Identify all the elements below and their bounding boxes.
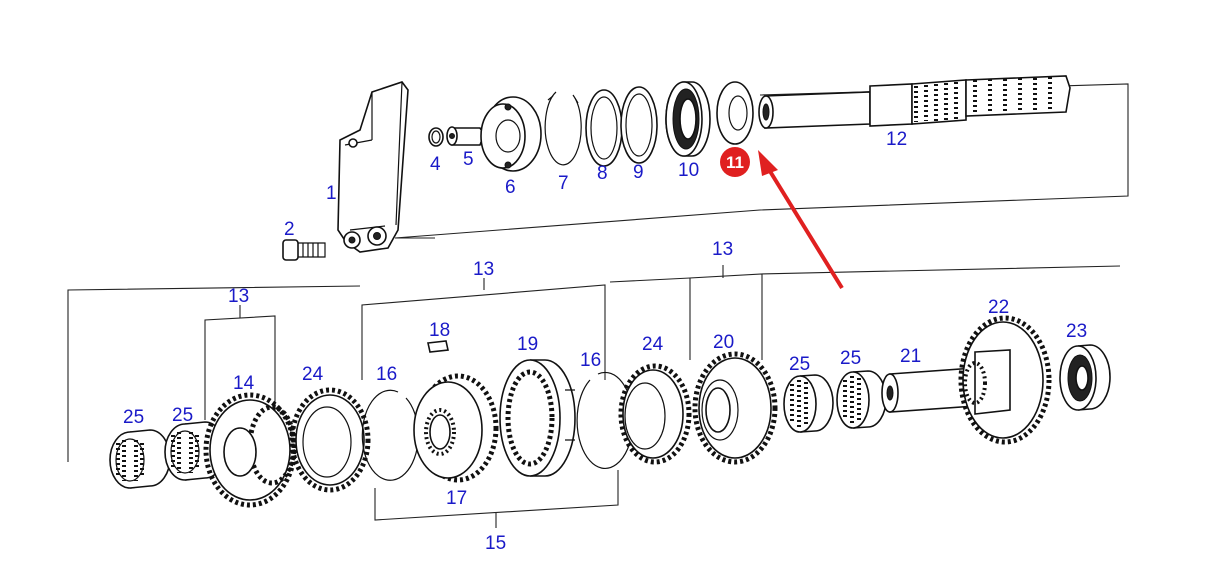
part-25-needle-bearing-c bbox=[783, 374, 834, 433]
part-9-shim bbox=[620, 86, 658, 164]
label-24-left: 24 bbox=[302, 364, 324, 385]
part-5-pin bbox=[446, 126, 485, 146]
part-8-shim bbox=[585, 89, 623, 167]
part-19-sleeve bbox=[499, 359, 576, 477]
part-17-hub bbox=[413, 373, 499, 483]
part-14-gear bbox=[203, 392, 297, 508]
label-13-center: 13 bbox=[473, 259, 494, 280]
upper-assembly bbox=[282, 75, 1129, 261]
label-16-right: 16 bbox=[580, 350, 601, 371]
label-10: 10 bbox=[678, 160, 699, 181]
part-22-cluster-gear bbox=[958, 315, 1052, 445]
part-16-circlip-a bbox=[361, 389, 419, 481]
label-13-left: 13 bbox=[228, 286, 249, 307]
part-25-needle-bearing-d bbox=[836, 370, 887, 429]
highlight-callout-11: 11 bbox=[720, 147, 750, 177]
part-labels: 1 2 4 5 6 7 8 9 10 12 13 13 13 14 15 16 … bbox=[123, 129, 1087, 554]
part-2-bolt bbox=[282, 239, 326, 261]
label-7: 7 bbox=[558, 173, 569, 194]
part-10-bearing bbox=[665, 81, 711, 157]
lower-panel-outline bbox=[67, 265, 1121, 462]
label-25-c: 25 bbox=[789, 354, 810, 375]
label-5: 5 bbox=[463, 149, 474, 170]
label-21: 21 bbox=[900, 346, 921, 367]
label-14: 14 bbox=[233, 373, 255, 394]
label-17: 17 bbox=[446, 488, 467, 509]
label-25-d: 25 bbox=[840, 348, 861, 369]
label-25-b: 25 bbox=[172, 405, 193, 426]
label-22: 22 bbox=[988, 297, 1009, 318]
part-24-synchro-ring-a bbox=[289, 387, 371, 493]
part-18-key bbox=[427, 340, 449, 353]
label-8: 8 bbox=[597, 163, 608, 184]
label-13-right: 13 bbox=[712, 239, 733, 260]
label-12: 12 bbox=[886, 129, 907, 150]
callout-label-11: 11 bbox=[726, 153, 744, 172]
part-6-flange bbox=[480, 96, 542, 172]
label-6: 6 bbox=[505, 177, 516, 198]
label-9: 9 bbox=[633, 162, 644, 183]
label-1: 1 bbox=[326, 183, 337, 204]
label-19: 19 bbox=[517, 334, 538, 355]
label-20: 20 bbox=[713, 332, 734, 353]
part-21-shaft bbox=[881, 367, 976, 413]
label-18: 18 bbox=[429, 320, 450, 341]
part-7-circlip bbox=[544, 91, 582, 166]
part-4-ring bbox=[428, 127, 444, 147]
lower-assembly bbox=[67, 265, 1121, 528]
part-25-needle-bearing-a bbox=[109, 429, 171, 489]
label-16-left: 16 bbox=[376, 364, 397, 385]
highlight-arrow bbox=[758, 150, 844, 290]
label-23: 23 bbox=[1066, 321, 1087, 342]
label-15: 15 bbox=[485, 533, 506, 554]
part-12-shaft bbox=[758, 75, 1071, 129]
label-25-a: 25 bbox=[123, 407, 144, 428]
group-13-bracket-center bbox=[361, 284, 606, 380]
part-23-bearing bbox=[1059, 344, 1111, 411]
label-24-right: 24 bbox=[642, 334, 664, 355]
part-20-gear bbox=[692, 351, 778, 465]
part-1-bracket bbox=[337, 81, 409, 253]
part-24-synchro-ring-b bbox=[618, 363, 692, 465]
part-16-circlip-b bbox=[576, 371, 634, 469]
part-11-washer bbox=[716, 81, 754, 145]
group-13-bracket-right bbox=[689, 273, 763, 360]
label-4: 4 bbox=[430, 154, 441, 175]
label-2: 2 bbox=[284, 219, 295, 240]
